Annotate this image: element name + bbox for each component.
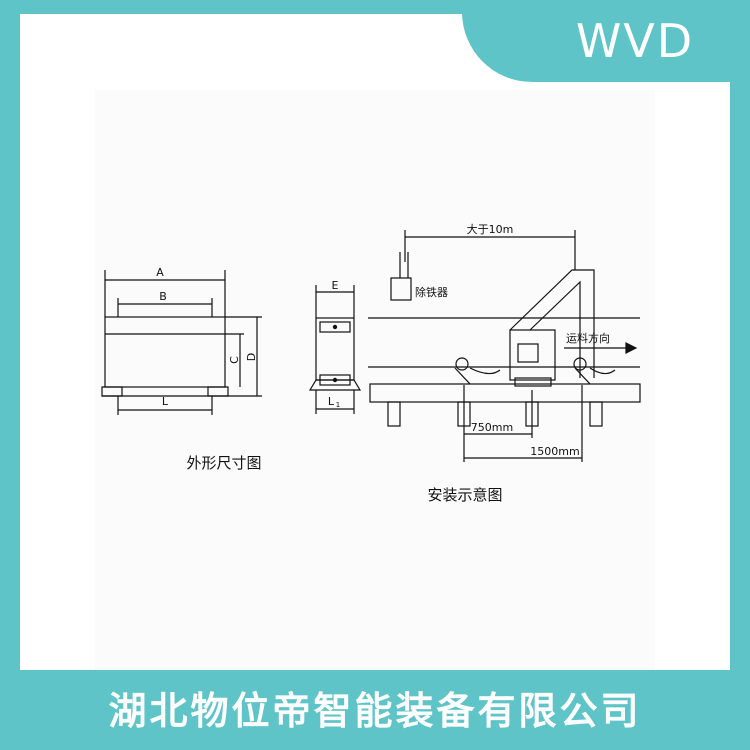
- dim-l-label: L: [162, 395, 169, 408]
- leg-1: [387, 401, 401, 427]
- dim-l1-label: L: [328, 395, 335, 408]
- front-foot-right: [207, 386, 229, 397]
- direction-arrow-head: [625, 342, 638, 354]
- side-top-slot: [319, 321, 351, 333]
- remover-box: [390, 277, 412, 301]
- direction-label: 运料方向: [566, 331, 610, 345]
- spacing-1500-label: 1500mm: [530, 445, 579, 458]
- leg-4: [589, 401, 603, 427]
- dim-a-label: A: [156, 266, 164, 279]
- detector-window: [517, 343, 539, 363]
- gantry-arm-inner: [529, 280, 581, 378]
- side-top-dot: [332, 324, 338, 330]
- idler-right-strut: [574, 367, 591, 385]
- distance-label: 大于10m: [467, 222, 514, 236]
- side-view: [308, 285, 362, 414]
- conveyor-frame: [369, 383, 641, 403]
- front-foot-left: [101, 386, 123, 397]
- dim-b-label: B: [159, 290, 167, 303]
- company-name: 湖北物位帝智能装备有限公司: [108, 689, 642, 733]
- detector-base: [514, 377, 552, 387]
- idler-right: [573, 357, 587, 371]
- dim-e-label: E: [332, 279, 339, 292]
- front-view: [101, 270, 262, 415]
- idler-left-strut: [454, 367, 471, 385]
- idler-left-link: [469, 367, 501, 375]
- install-view: [368, 230, 641, 462]
- dimension-figure-caption: 外形尺寸图: [186, 454, 261, 472]
- side-base: [308, 379, 362, 391]
- dim-d-label: D: [245, 353, 258, 361]
- front-body: [104, 316, 226, 388]
- dim-c-label: C: [228, 356, 241, 364]
- remover-label: 除铁器: [415, 285, 448, 299]
- brand-logo-text: WVD: [575, 14, 695, 68]
- idler-right-link: [589, 367, 616, 375]
- gantry-arm: [509, 269, 595, 378]
- drawing-area: [95, 90, 655, 670]
- dim-l1-subscript: 1: [336, 401, 340, 409]
- brand-tab: [462, 0, 750, 82]
- detector-body: [509, 329, 556, 381]
- side-bottom-dot: [332, 377, 338, 383]
- install-figure-caption: 安装示意图: [427, 486, 502, 504]
- spacing-750-label: 750mm: [471, 421, 513, 434]
- idler-left: [455, 357, 469, 371]
